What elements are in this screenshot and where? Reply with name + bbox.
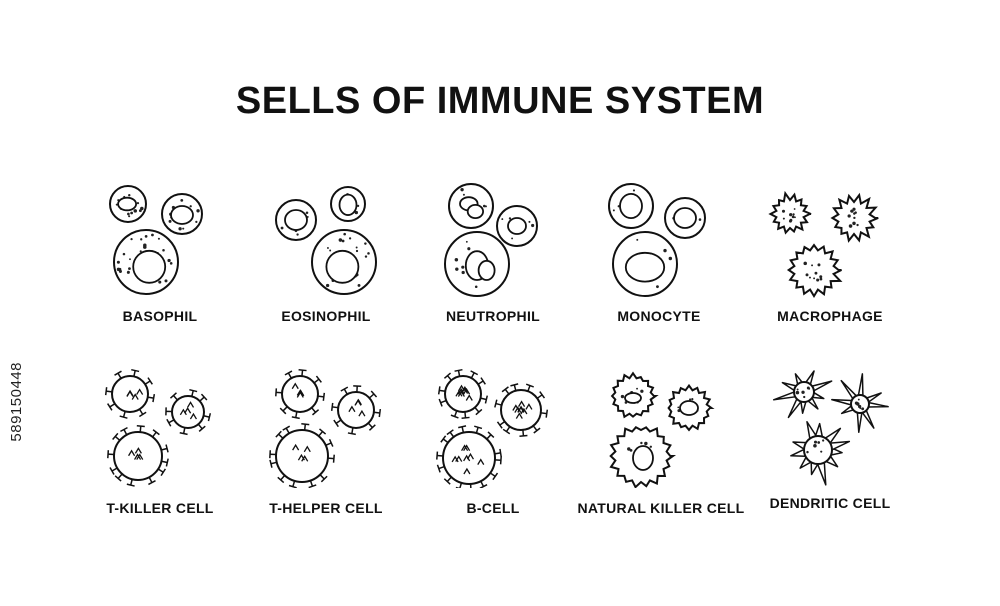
t-helper-cell-label: T-HELPER CELL — [269, 500, 383, 516]
monocyte-label: MONOCYTE — [617, 308, 701, 324]
t-killer-cell-drawing — [104, 368, 212, 487]
b-cell-illustration — [431, 368, 561, 488]
eosinophil-drawing — [275, 186, 377, 295]
macrophage-illustration — [764, 182, 894, 302]
b-cell-drawing — [436, 368, 549, 488]
t-helper-cell-illustration — [264, 368, 394, 488]
basophil-drawing — [109, 185, 203, 295]
macrophage-drawing — [768, 190, 879, 299]
basophil-illustration — [98, 182, 228, 302]
neutrophil-drawing — [444, 183, 538, 297]
stock-id-text: 589150448 — [8, 362, 25, 442]
eosinophil-illustration — [264, 182, 394, 302]
natural-killer-cell-label: NATURAL KILLER CELL — [577, 500, 745, 516]
neutrophil-illustration — [431, 182, 561, 302]
dendritic-cell-label: DENDRITIC CELL — [769, 495, 891, 511]
monocyte-illustration — [597, 182, 727, 302]
dendritic-cell-drawing — [772, 370, 889, 486]
t-killer-cell-label: T-KILLER CELL — [106, 500, 214, 516]
monocyte-drawing — [608, 183, 706, 297]
t-killer-cell-illustration — [98, 368, 228, 488]
eosinophil-label: EOSINOPHIL — [281, 308, 371, 324]
b-cell-label: B-CELL — [466, 500, 520, 516]
natural-killer-cell-drawing — [609, 371, 715, 488]
page-title: SELLS OF IMMUNE SYSTEM — [235, 80, 765, 122]
natural-killer-cell-illustration — [597, 368, 727, 488]
neutrophil-label: NEUTROPHIL — [446, 308, 540, 324]
basophil-label: BASOPHIL — [122, 308, 198, 324]
macrophage-label: MACROPHAGE — [777, 308, 883, 324]
dendritic-cell-illustration — [764, 368, 894, 488]
t-helper-cell-drawing — [269, 368, 382, 488]
